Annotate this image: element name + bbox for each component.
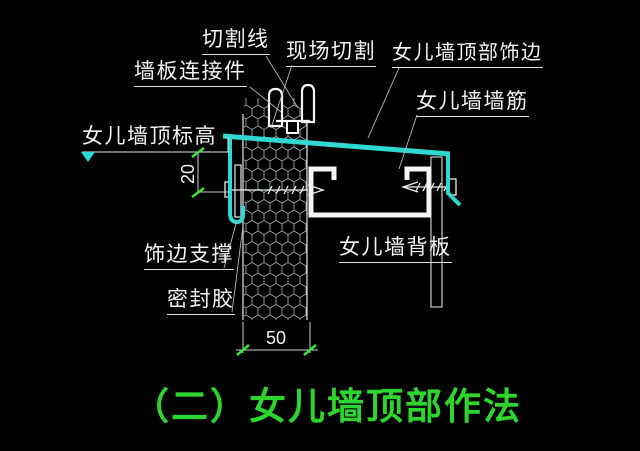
label-panel-connector: 墙板连接件 xyxy=(134,60,247,88)
dimension-20: 20 xyxy=(178,146,230,199)
label-parapet-back-panel: 女儿墙背板 xyxy=(339,236,452,264)
label-site-cut: 现场切割 xyxy=(286,40,376,68)
label-parapet-top-elevation: 女儿墙顶标高 xyxy=(82,125,217,148)
elevation-marker-icon xyxy=(81,137,229,162)
label-cut-line: 切割线 xyxy=(202,28,270,56)
label-sealant: 密封胶 xyxy=(167,288,235,316)
wall-panel-hatch xyxy=(242,84,308,320)
leader-lines xyxy=(223,55,418,313)
back-panel-plate xyxy=(430,156,443,308)
dim-50-value: 50 xyxy=(266,328,286,348)
dim-20-value: 20 xyxy=(178,164,198,184)
trim-support-bracket xyxy=(234,164,242,218)
wall-rib-channel xyxy=(308,166,432,218)
label-parapet-top-trim: 女儿墙顶部饰边 xyxy=(392,42,543,68)
label-parapet-wall-rib: 女儿墙墙筋 xyxy=(416,90,529,118)
label-trim-support: 饰边支撑 xyxy=(144,243,234,271)
dimension-50: 50 xyxy=(236,322,318,356)
drawing-title: （二）女儿墙顶部作法 xyxy=(132,386,522,427)
top-trim-flashing xyxy=(222,133,462,225)
